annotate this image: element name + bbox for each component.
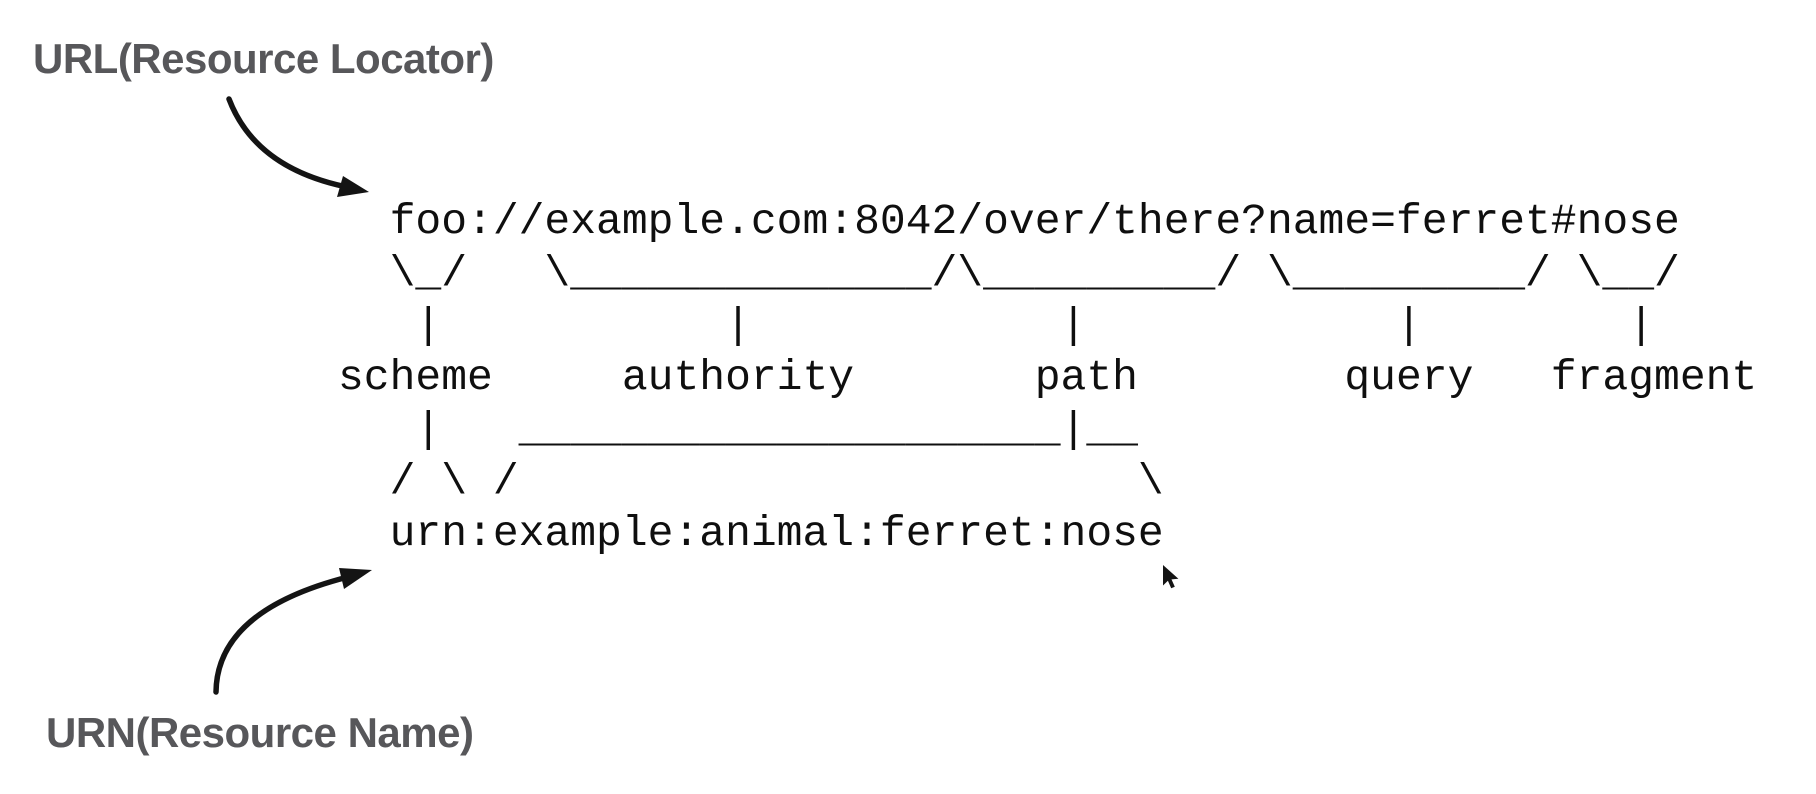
urn-caption: URN(Resource Name) (46, 709, 474, 756)
urn-pointer-arrow (213, 572, 359, 695)
urn-arrowhead-icon (339, 568, 372, 589)
uri-ascii-diagram: foo://example.com:8042/over/there?name=f… (338, 197, 1758, 558)
url-arrowhead-icon (337, 176, 369, 197)
url-caption: URL(Resource Locator) (33, 35, 494, 82)
mouse-cursor-icon (1163, 565, 1179, 589)
url-pointer-arrow (226, 96, 355, 191)
